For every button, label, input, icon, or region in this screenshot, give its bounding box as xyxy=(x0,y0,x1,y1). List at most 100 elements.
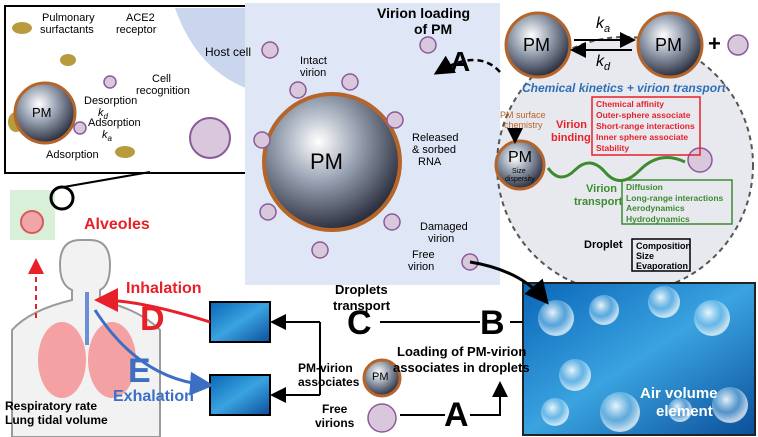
surfactant-blob xyxy=(115,146,135,158)
left-lung xyxy=(38,322,86,398)
a-to-b-arrow xyxy=(470,381,508,416)
inhalation-arrow xyxy=(94,288,211,324)
virion-binding-label-2: binding xyxy=(551,132,591,144)
exhalation-label: Exhalation xyxy=(113,388,194,405)
virion-icon xyxy=(341,73,359,91)
receptor-label: receptor xyxy=(116,24,157,36)
adsorption-outer-label: Adsorption xyxy=(46,149,99,161)
transport-list: Diffusion Long-range interactions Aerody… xyxy=(626,182,723,224)
virion-icon xyxy=(289,81,307,99)
transport-wave xyxy=(546,156,686,182)
label-a-bottom: A xyxy=(444,396,469,434)
droplet-bubble xyxy=(538,300,574,336)
assoc-pm-icon xyxy=(362,358,402,398)
free-virion-label: Free xyxy=(412,249,435,261)
pm-virion-associates-label-2: associates xyxy=(298,375,360,389)
cell-recognition-label-2: recognition xyxy=(136,85,190,97)
kinetics-pm-small-label: PM xyxy=(508,149,532,166)
lung-tidal-volume-label: Lung tidal volume xyxy=(5,413,108,427)
droplet-bubble xyxy=(648,286,680,318)
droplet-list: Composition Size Evaporation xyxy=(636,241,691,271)
virion-icon xyxy=(103,75,117,89)
inset-kd-label: kd xyxy=(98,107,108,122)
label-e: E xyxy=(128,352,151,390)
kd-label: kd xyxy=(596,53,611,74)
kinetics-pm-right-label: PM xyxy=(655,35,682,55)
inhalation-thumbnail xyxy=(209,301,271,343)
label-b: B xyxy=(480,304,505,342)
virion-icon xyxy=(73,121,87,135)
virion-icon xyxy=(386,111,404,129)
loading-dashed-arrow xyxy=(433,55,501,75)
virion-icon xyxy=(259,203,277,221)
transport-box xyxy=(621,179,733,225)
virion-icon xyxy=(311,241,329,259)
plus-label: + xyxy=(708,31,721,56)
virion-icon xyxy=(189,117,231,159)
droplets-transport-label-2: transport xyxy=(333,298,391,313)
binding-item: Chemical affinity xyxy=(596,99,665,109)
binding-item: Outer-sphere associate xyxy=(596,110,691,120)
kinetics-pm-left-label: PM xyxy=(523,35,550,55)
air-volume-label: Air volume xyxy=(640,385,718,402)
surface-chemistry-label-2: chemistry xyxy=(504,120,543,130)
loading-to-droplets-arrow xyxy=(469,260,549,305)
inset-pm-particle xyxy=(13,81,77,145)
virion-icon xyxy=(727,34,749,56)
alveoles-zoom-circle xyxy=(49,185,75,211)
binding-item: Stability xyxy=(596,143,630,153)
exhalation-arrow xyxy=(93,309,214,396)
droplet-box xyxy=(631,238,691,272)
damaged-virion-label: Damaged xyxy=(420,221,468,233)
droplet-bubble xyxy=(694,300,730,336)
assoc-pm-label: PM xyxy=(372,371,389,383)
transport-item: Long-range interactions xyxy=(626,192,724,203)
inhalation-label: Inhalation xyxy=(126,280,202,297)
virion-icon xyxy=(419,36,437,54)
droplet-bubble xyxy=(600,392,640,432)
droplet-label: Droplet xyxy=(584,239,623,251)
virion-loading-title: Virion loading xyxy=(377,5,471,21)
alveoles-icon xyxy=(20,210,44,234)
free-virions-label: Free xyxy=(322,402,348,416)
droplet-item: Evaporation xyxy=(636,261,689,271)
label-c: C xyxy=(347,304,372,342)
released-label-2: & sorbed xyxy=(412,144,457,156)
loading-droplets-label-2: associates in droplets xyxy=(393,360,530,375)
droplet-item: Composition xyxy=(636,241,691,251)
cell-recognition-label: Cell xyxy=(152,73,171,85)
binding-item: Inner sphere associate xyxy=(596,132,689,142)
virion-icon xyxy=(261,41,279,59)
binding-list: Chemical affinity Outer-sphere associate… xyxy=(596,99,695,154)
inset-pm-label: PM xyxy=(32,105,52,120)
free-virion-icon xyxy=(367,403,397,433)
virion-transport-label: Virion xyxy=(586,183,617,195)
surface-chemistry-label: PM surface xyxy=(500,110,546,120)
pm-virion-associates-label: PM-virion xyxy=(298,361,353,375)
surfactant-blob xyxy=(60,54,76,66)
released-label: Released xyxy=(412,132,459,144)
virion-icon xyxy=(383,213,401,231)
pulmonary-surfactants-label: Pulmonary xyxy=(42,12,95,24)
binding-box xyxy=(591,96,701,156)
free-virion-label-2: virion xyxy=(408,261,435,273)
ka-label: ka xyxy=(596,15,611,36)
big-pm-particle xyxy=(262,92,402,232)
kinetics-pm-right xyxy=(636,11,704,79)
host-cell-shape xyxy=(175,8,268,95)
droplets-transport-label: Droplets xyxy=(335,282,388,297)
droplet-item: Size xyxy=(636,251,655,261)
ace2-label: ACE2 xyxy=(126,12,155,24)
intact-virion-label-2: virion xyxy=(300,67,327,79)
free-virions-label-2: virions xyxy=(315,416,355,430)
label-a-top: A xyxy=(450,46,471,77)
droplet-bubble xyxy=(541,398,569,426)
label-d: D xyxy=(140,300,165,338)
released-label-3: RNA xyxy=(418,156,442,168)
droplet-bubble xyxy=(589,295,619,325)
binding-item: Short-range interactions xyxy=(596,121,695,131)
transport-item: Aerodynamics xyxy=(626,203,685,213)
host-cell-label: Host cell xyxy=(205,45,252,59)
big-pm-label: PM xyxy=(310,149,343,174)
